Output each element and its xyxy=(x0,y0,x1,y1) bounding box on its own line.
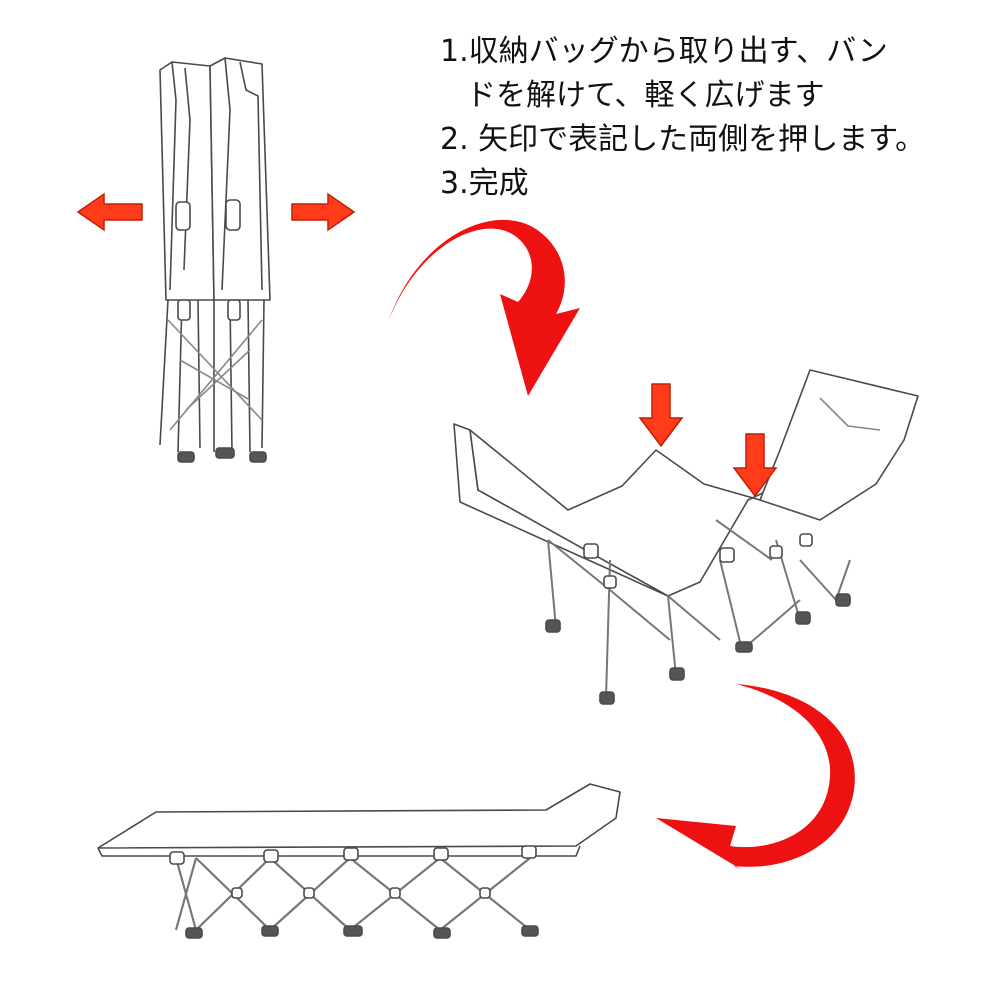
step-2: 2. 矢印で表記した両側を押します。 xyxy=(440,122,926,157)
step-1-line-2: ドを解けて、軽く広げます xyxy=(466,78,825,113)
folded-cot xyxy=(159,57,271,463)
half-open-cot xyxy=(453,369,919,705)
instruction-list: 1.収納バッグから取り出す、バン ドを解けて、軽く広げます 2. 矢印で表記した… xyxy=(440,30,990,206)
flow-arrow-1 xyxy=(388,219,580,396)
flow-arrow-2 xyxy=(656,684,855,870)
pull-left-arrow xyxy=(76,192,143,232)
arrow-left-right-icon xyxy=(76,192,356,232)
step-3: 3.完成 xyxy=(440,166,529,201)
arrow-down-icon xyxy=(638,383,778,498)
open-cot xyxy=(97,783,621,939)
pull-right-arrow xyxy=(291,192,356,232)
push-arrow-right xyxy=(732,433,778,498)
push-arrow-left xyxy=(638,383,684,448)
step-1-line-1: 1.収納バッグから取り出す、バン xyxy=(440,34,888,69)
curved-arrow-icon xyxy=(388,219,580,396)
curved-arrow-icon xyxy=(656,684,855,870)
